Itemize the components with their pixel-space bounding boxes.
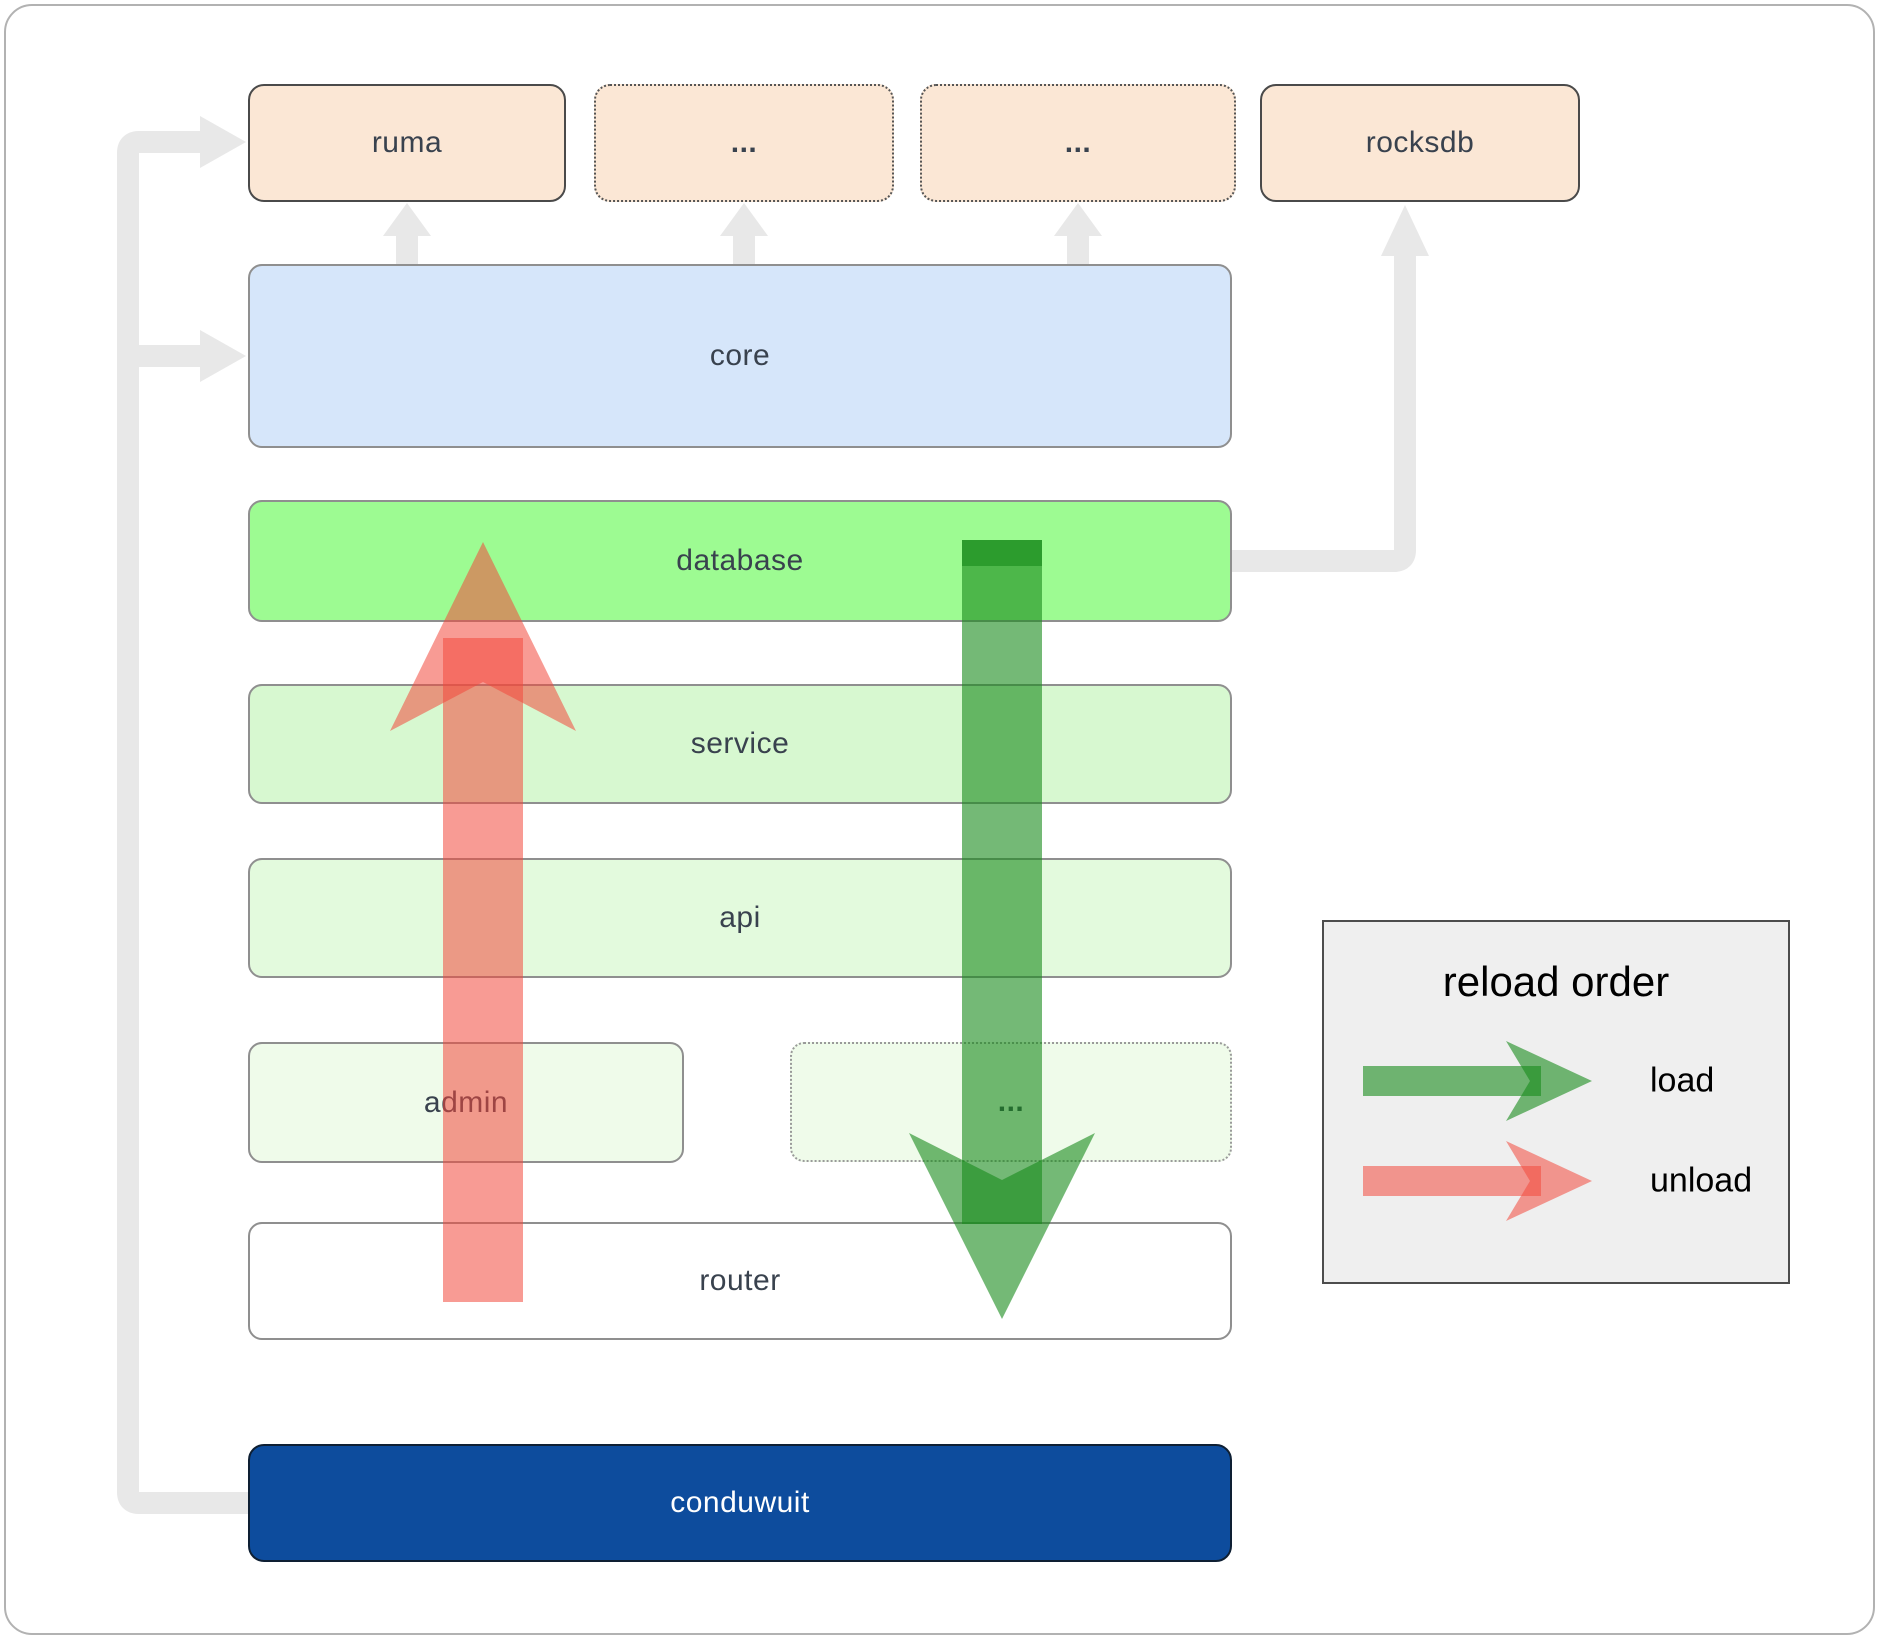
node-external-crate-2-label: ... (1064, 126, 1092, 159)
node-ruma-label: ruma (371, 126, 443, 159)
node-router: router (248, 1222, 1232, 1340)
node-router-label: router (699, 1264, 781, 1297)
node-core: core (248, 264, 1232, 448)
node-more-services-label: ... (997, 1085, 1025, 1118)
node-more-services: ... (790, 1042, 1232, 1162)
node-external-crate-1-label: ... (730, 126, 758, 159)
legend-title: reload order (1442, 958, 1670, 1005)
node-rocksdb: rocksdb (1260, 84, 1580, 202)
node-admin-label: admin (423, 1085, 509, 1119)
node-database-label: database (676, 544, 804, 577)
node-external-crate-2: ... (920, 84, 1236, 202)
legend-unload-label: unload (1650, 1161, 1753, 1200)
node-rocksdb-label: rocksdb (1365, 126, 1475, 159)
node-conduwuit: conduwuit (248, 1444, 1232, 1562)
node-api: api (248, 858, 1232, 978)
node-database: database (248, 500, 1232, 622)
node-core-label: core (709, 339, 771, 372)
node-ruma: ruma (248, 84, 566, 202)
legend-box: reload order (1322, 920, 1790, 1284)
legend-load-label: load (1650, 1061, 1715, 1100)
node-service: service (248, 684, 1232, 804)
node-conduwuit-label: conduwuit (670, 1486, 810, 1519)
outer-frame (4, 4, 1875, 1635)
node-external-crate-1: ... (594, 84, 894, 202)
node-api-label: api (719, 901, 761, 934)
node-admin: admin (248, 1042, 684, 1163)
node-service-label: service (690, 727, 790, 760)
